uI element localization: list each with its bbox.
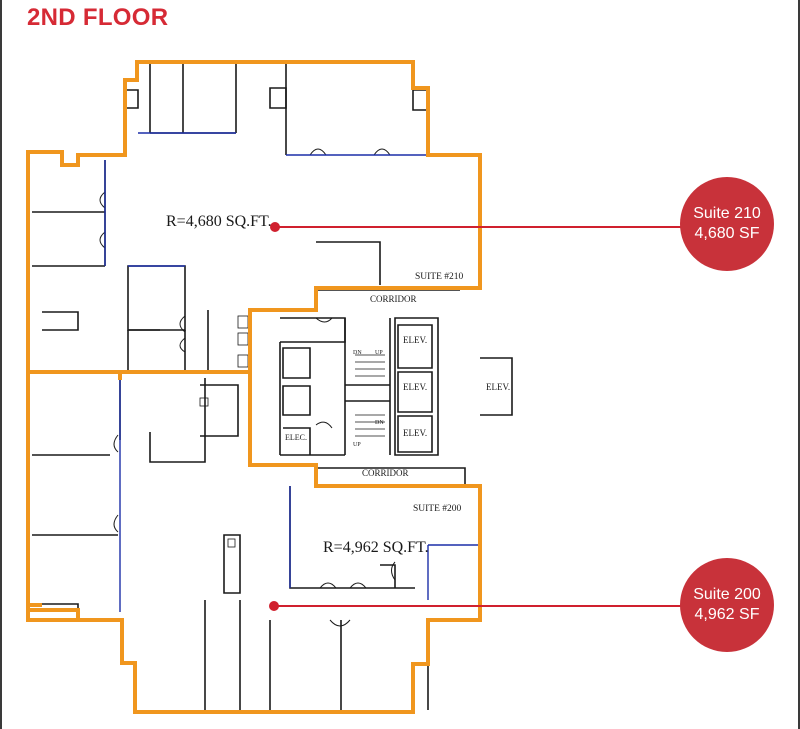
left-frame-border — [0, 0, 2, 729]
door-swings — [99, 148, 396, 627]
suite-outlines — [26, 60, 482, 714]
elev-label-1: ELEV. — [403, 335, 427, 345]
suite-210-callout: Suite 210 4,680 SF — [680, 177, 774, 271]
interior-walls — [32, 64, 513, 712]
suite-200-callout-name: Suite 200 — [693, 586, 761, 603]
leader-lines — [269, 222, 690, 611]
right-frame-border — [798, 0, 800, 729]
elev-label-2: ELEV. — [403, 382, 427, 392]
glass-walls — [104, 132, 480, 612]
elev-label-3: ELEV. — [403, 428, 427, 438]
suite-210-label: SUITE #210 — [415, 272, 464, 282]
suite-210-area: R=4,680 SQ.FT. — [166, 213, 272, 230]
suite-210-callout-name: Suite 210 — [693, 205, 761, 222]
suite-200-callout: Suite 200 4,962 SF — [680, 558, 774, 652]
elec-label: ELEC. — [285, 433, 307, 442]
suite-200-area: R=4,962 SQ.FT. — [323, 539, 429, 556]
room-labels: CORRIDOR CORRIDOR ELEV. ELEV. ELEV. ELEV… — [166, 213, 510, 556]
stair-dn-label-1: DN — [353, 350, 362, 356]
stair-up-label-1: UP — [375, 350, 383, 356]
suite-210-marker — [270, 222, 280, 232]
stair-dn-label-2: DN — [375, 420, 384, 426]
suite-200-marker — [269, 601, 279, 611]
suite-200-callout-area: 4,962 SF — [694, 606, 760, 623]
suite-200-outline — [26, 370, 482, 714]
suite-200-label: SUITE #200 — [413, 504, 462, 514]
suite-210-callout-area: 4,680 SF — [694, 225, 760, 242]
corridor-top-label: CORRIDOR — [370, 294, 417, 304]
corridor-bottom-label: CORRIDOR — [362, 468, 409, 478]
elev-label-4: ELEV. — [486, 382, 510, 392]
page-title: 2ND FLOOR — [27, 4, 169, 31]
stair-up-label-2: UP — [353, 442, 361, 448]
